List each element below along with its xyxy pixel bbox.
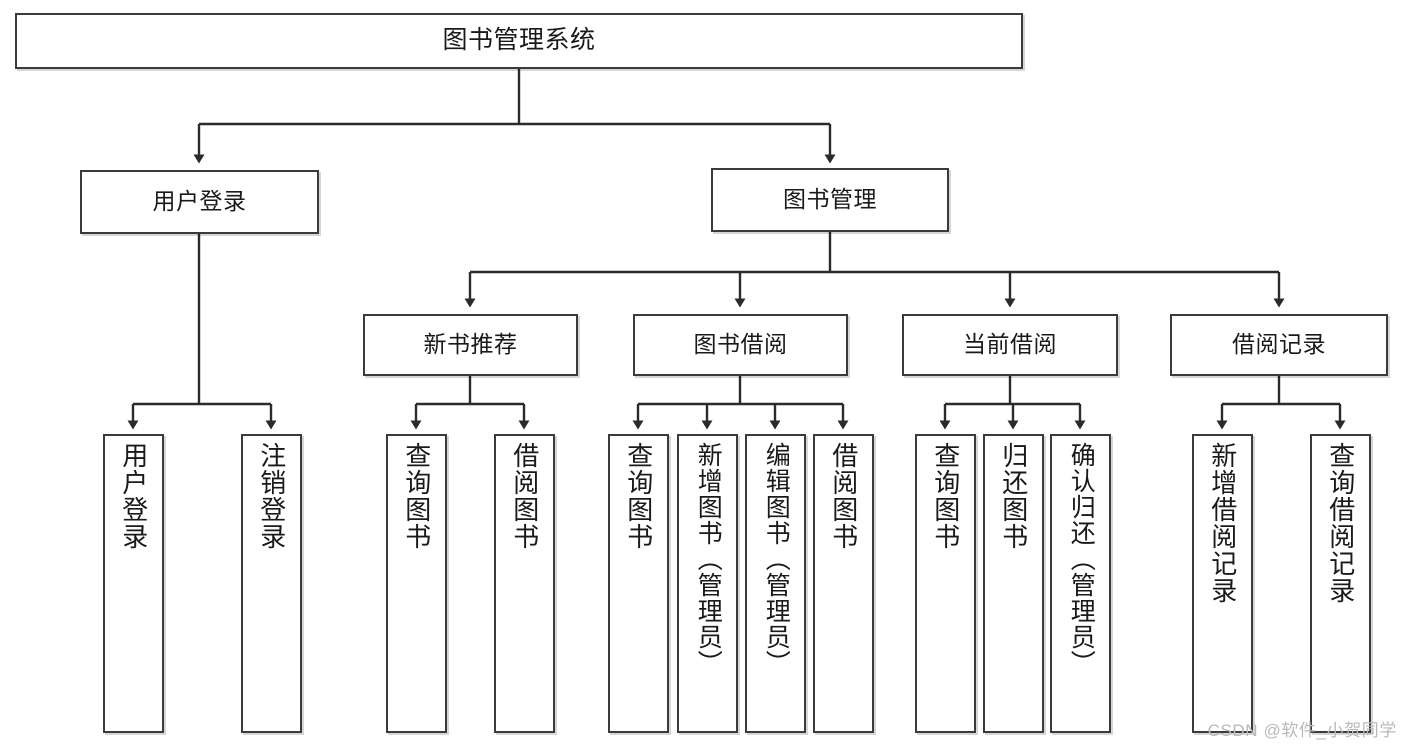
node-current-borrow[interactable]: 当前借阅: [902, 314, 1118, 376]
leaf-user-login[interactable]: 用户登录: [103, 434, 164, 733]
node-label: 查询借阅记录: [1325, 442, 1356, 604]
leaf-borrow-book[interactable]: 借阅图书: [813, 434, 874, 733]
node-label: 图书借阅: [693, 331, 788, 358]
leaf-query-borrow-record[interactable]: 查询借阅记录: [1310, 434, 1371, 733]
leaf-user-logout[interactable]: 注销登录: [241, 434, 302, 733]
node-label: 编辑图书（管理员）: [762, 442, 791, 676]
node-label: 注销登录: [256, 442, 287, 550]
node-label: 图书管理系统: [442, 26, 596, 55]
node-label: 用户登录: [118, 442, 149, 550]
node-label: 借阅图书: [509, 442, 540, 550]
leaf-confirm-return-admin[interactable]: 确认归还（管理员）: [1050, 434, 1111, 733]
node-root-system[interactable]: 图书管理系统: [15, 13, 1023, 69]
node-user-login[interactable]: 用户登录: [80, 170, 319, 234]
csdn-watermark: CSDN @软件_小贺同学: [1207, 721, 1397, 740]
node-label: 确认归还（管理员）: [1067, 442, 1096, 676]
leaf-add-borrow-record[interactable]: 新增借阅记录: [1192, 434, 1253, 733]
leaf-return-book[interactable]: 归还图书: [983, 434, 1044, 733]
node-label: 查询图书: [401, 442, 432, 550]
node-label: 新增图书（管理员）: [694, 442, 723, 676]
node-label: 新增借阅记录: [1207, 442, 1238, 604]
node-label: 查询图书: [930, 442, 961, 550]
node-label: 当前借阅: [963, 331, 1057, 358]
node-label: 借阅图书: [828, 442, 859, 550]
node-book-management[interactable]: 图书管理: [711, 168, 949, 232]
leaf-query-book-recommend[interactable]: 查询图书: [386, 434, 447, 733]
node-book-borrow[interactable]: 图书借阅: [633, 314, 848, 376]
node-label: 新书推荐: [423, 331, 518, 358]
leaf-query-book-current[interactable]: 查询图书: [915, 434, 976, 733]
leaf-borrow-book-recommend[interactable]: 借阅图书: [494, 434, 555, 733]
node-label: 图书管理: [783, 186, 877, 213]
node-borrow-records[interactable]: 借阅记录: [1170, 314, 1388, 376]
leaf-query-book-borrow[interactable]: 查询图书: [608, 434, 669, 733]
node-new-book-recommend[interactable]: 新书推荐: [363, 314, 578, 376]
node-label: 用户登录: [152, 188, 247, 215]
node-label: 借阅记录: [1232, 331, 1326, 358]
leaf-edit-book-admin[interactable]: 编辑图书（管理员）: [745, 434, 806, 733]
node-label: 归还图书: [998, 442, 1029, 550]
leaf-add-book-admin[interactable]: 新增图书（管理员）: [677, 434, 738, 733]
node-label: 查询图书: [623, 442, 654, 550]
